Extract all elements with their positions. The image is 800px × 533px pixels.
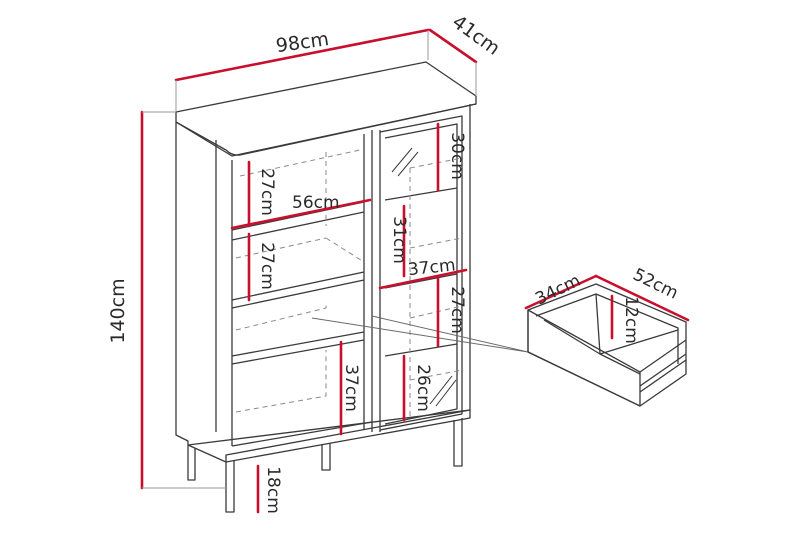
label-right-top: 30cm bbox=[447, 132, 467, 180]
drawer-side-rail bbox=[639, 339, 687, 393]
leg-back-left bbox=[187, 445, 196, 481]
glass-door-frame bbox=[379, 115, 463, 431]
left-back-middle bbox=[235, 302, 327, 331]
left-shelf-3 bbox=[231, 331, 365, 365]
right-back bbox=[409, 157, 463, 420]
label-left-top: 27cm bbox=[257, 168, 277, 216]
label-drawer-height: 12cm bbox=[621, 296, 641, 344]
label-right-third: 27cm bbox=[447, 286, 467, 334]
drawer-front-panel bbox=[527, 309, 641, 407]
cabinet bbox=[175, 61, 477, 513]
dimension-labels: 98cm 41cm 140cm 18cm 56cm 27cm 27cm 37cm… bbox=[107, 11, 681, 514]
label-right-bottom: 26cm bbox=[413, 364, 433, 412]
cabinet-top bbox=[175, 61, 477, 157]
left-back-top bbox=[235, 149, 365, 263]
left-back-bottom bbox=[235, 350, 327, 413]
label-left-shelf-width: 56cm bbox=[292, 193, 340, 213]
cabinet-base-front bbox=[187, 410, 471, 463]
dim-width-line bbox=[174, 28, 430, 82]
hidden-lines bbox=[235, 149, 463, 420]
center-divider bbox=[363, 130, 381, 432]
leg-front-left bbox=[225, 460, 235, 513]
glass-hatch-bottom bbox=[429, 375, 457, 407]
cabinet-top-edge bbox=[175, 103, 477, 156]
drawer-callout-line bbox=[311, 315, 529, 353]
dim-drawer-width-line bbox=[594, 274, 690, 322]
label-right-shelf-width: 37cm bbox=[407, 255, 456, 280]
right-shelf-1 bbox=[384, 187, 458, 201]
right-shelf-3 bbox=[384, 343, 458, 357]
leg-middle bbox=[321, 443, 331, 471]
label-cabinet-height: 140cm bbox=[107, 278, 129, 343]
label-leg-height: 18cm bbox=[263, 466, 283, 514]
left-shelf-2 bbox=[231, 271, 365, 309]
dim-left-shelf-line bbox=[230, 198, 372, 230]
label-right-second: 31cm bbox=[389, 216, 409, 264]
cabinet-front bbox=[175, 104, 471, 446]
dimension-lines bbox=[140, 28, 690, 514]
cabinet-base-lip bbox=[225, 409, 471, 462]
label-cabinet-width: 98cm bbox=[275, 28, 331, 57]
label-left-middle: 27cm bbox=[257, 242, 277, 290]
drawer-inner-floor bbox=[543, 319, 679, 355]
left-compartment-frame bbox=[231, 130, 373, 447]
glass-hatch-top bbox=[391, 147, 419, 177]
label-left-bottom: 37cm bbox=[341, 364, 361, 412]
dim-depth-line bbox=[428, 28, 478, 64]
leg-front-right bbox=[453, 418, 463, 467]
dim-drawer-depth-line bbox=[524, 274, 598, 310]
drawer-detail bbox=[527, 283, 687, 407]
extension-lines bbox=[142, 30, 477, 489]
label-cabinet-depth: 41cm bbox=[448, 11, 504, 60]
dim-right-shelf-line bbox=[378, 268, 468, 290]
